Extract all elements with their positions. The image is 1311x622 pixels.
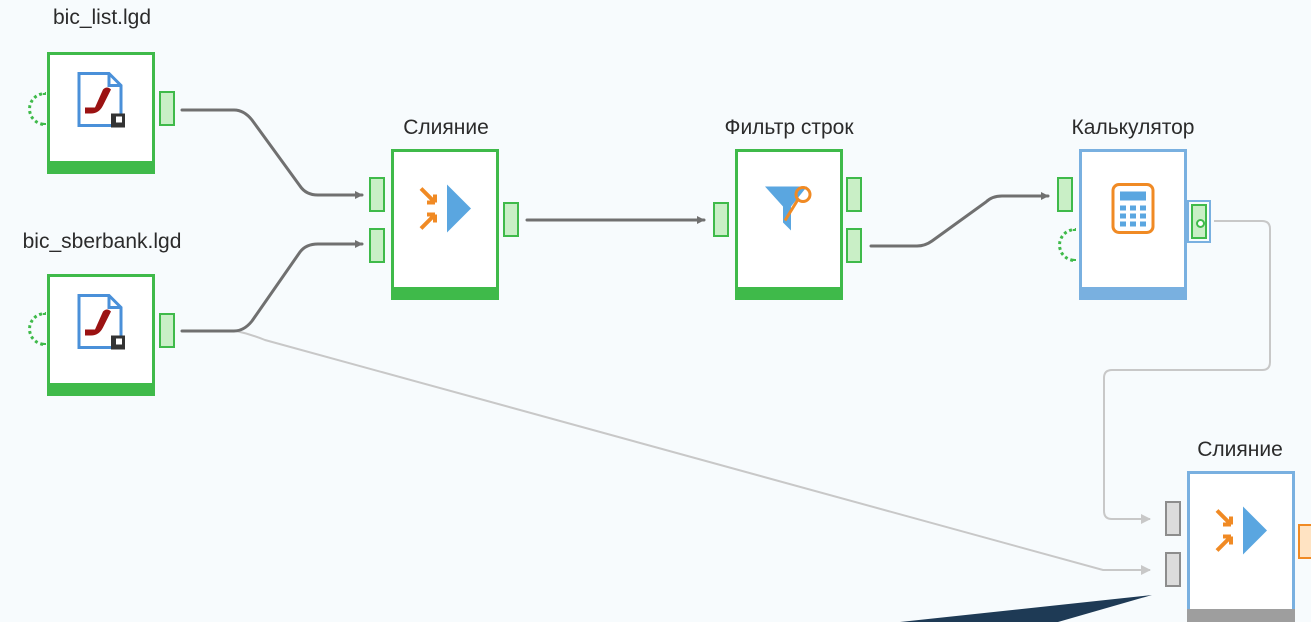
node-bic-list[interactable] [47,52,155,174]
output-port-calculator[interactable] [1187,200,1211,243]
node-merge-2[interactable] [1187,471,1295,622]
node-bic-sberbank[interactable] [47,274,155,396]
output-port-filter-true[interactable] [846,177,862,212]
link-biclist-to-merge1[interactable] [180,108,364,199]
node-filter[interactable] [735,149,843,300]
link-sberbank-to-merge2[interactable] [182,330,1151,575]
merge-icon [417,181,473,242]
output-port-bic-sberbank[interactable] [159,313,175,348]
merge-icon [1213,503,1269,564]
input-port-merge-2-b[interactable] [1165,552,1181,587]
input-port-calculator[interactable] [1057,177,1073,212]
node-calculator[interactable] [1079,149,1187,300]
output-port-bic-list[interactable] [159,91,175,126]
output-port-merge-1[interactable] [503,202,519,237]
node-label-bic-sberbank: bic_sberbank.lgd [22,230,182,253]
output-port-merge-2[interactable] [1298,524,1311,559]
input-port-merge-1-a[interactable] [369,177,385,212]
input-port-merge-1-b[interactable] [369,228,385,263]
input-port-filter[interactable] [713,202,729,237]
input-port-merge-2-a[interactable] [1165,501,1181,536]
link-sberbank-to-merge1[interactable] [180,240,364,333]
link-calculator-to-merge2[interactable] [1103,220,1271,524]
node-label-filter: Фильтр строк [724,116,854,139]
node-label-merge-1: Слияние [403,116,489,139]
link-filter-to-calculator[interactable] [869,192,1050,248]
node-label-bic-list: bic_list.lgd [52,6,152,29]
node-label-merge-2: Слияние [1197,438,1283,461]
pdf-file-icon [73,291,129,358]
output-port-filter-false[interactable] [846,228,862,263]
funnel-icon [761,181,817,242]
pdf-file-icon [73,69,129,136]
pointer-arrow-shape [900,595,1152,622]
calculator-icon [1108,182,1158,241]
node-merge-1[interactable] [391,149,499,300]
node-label-calculator: Калькулятор [1071,116,1195,139]
